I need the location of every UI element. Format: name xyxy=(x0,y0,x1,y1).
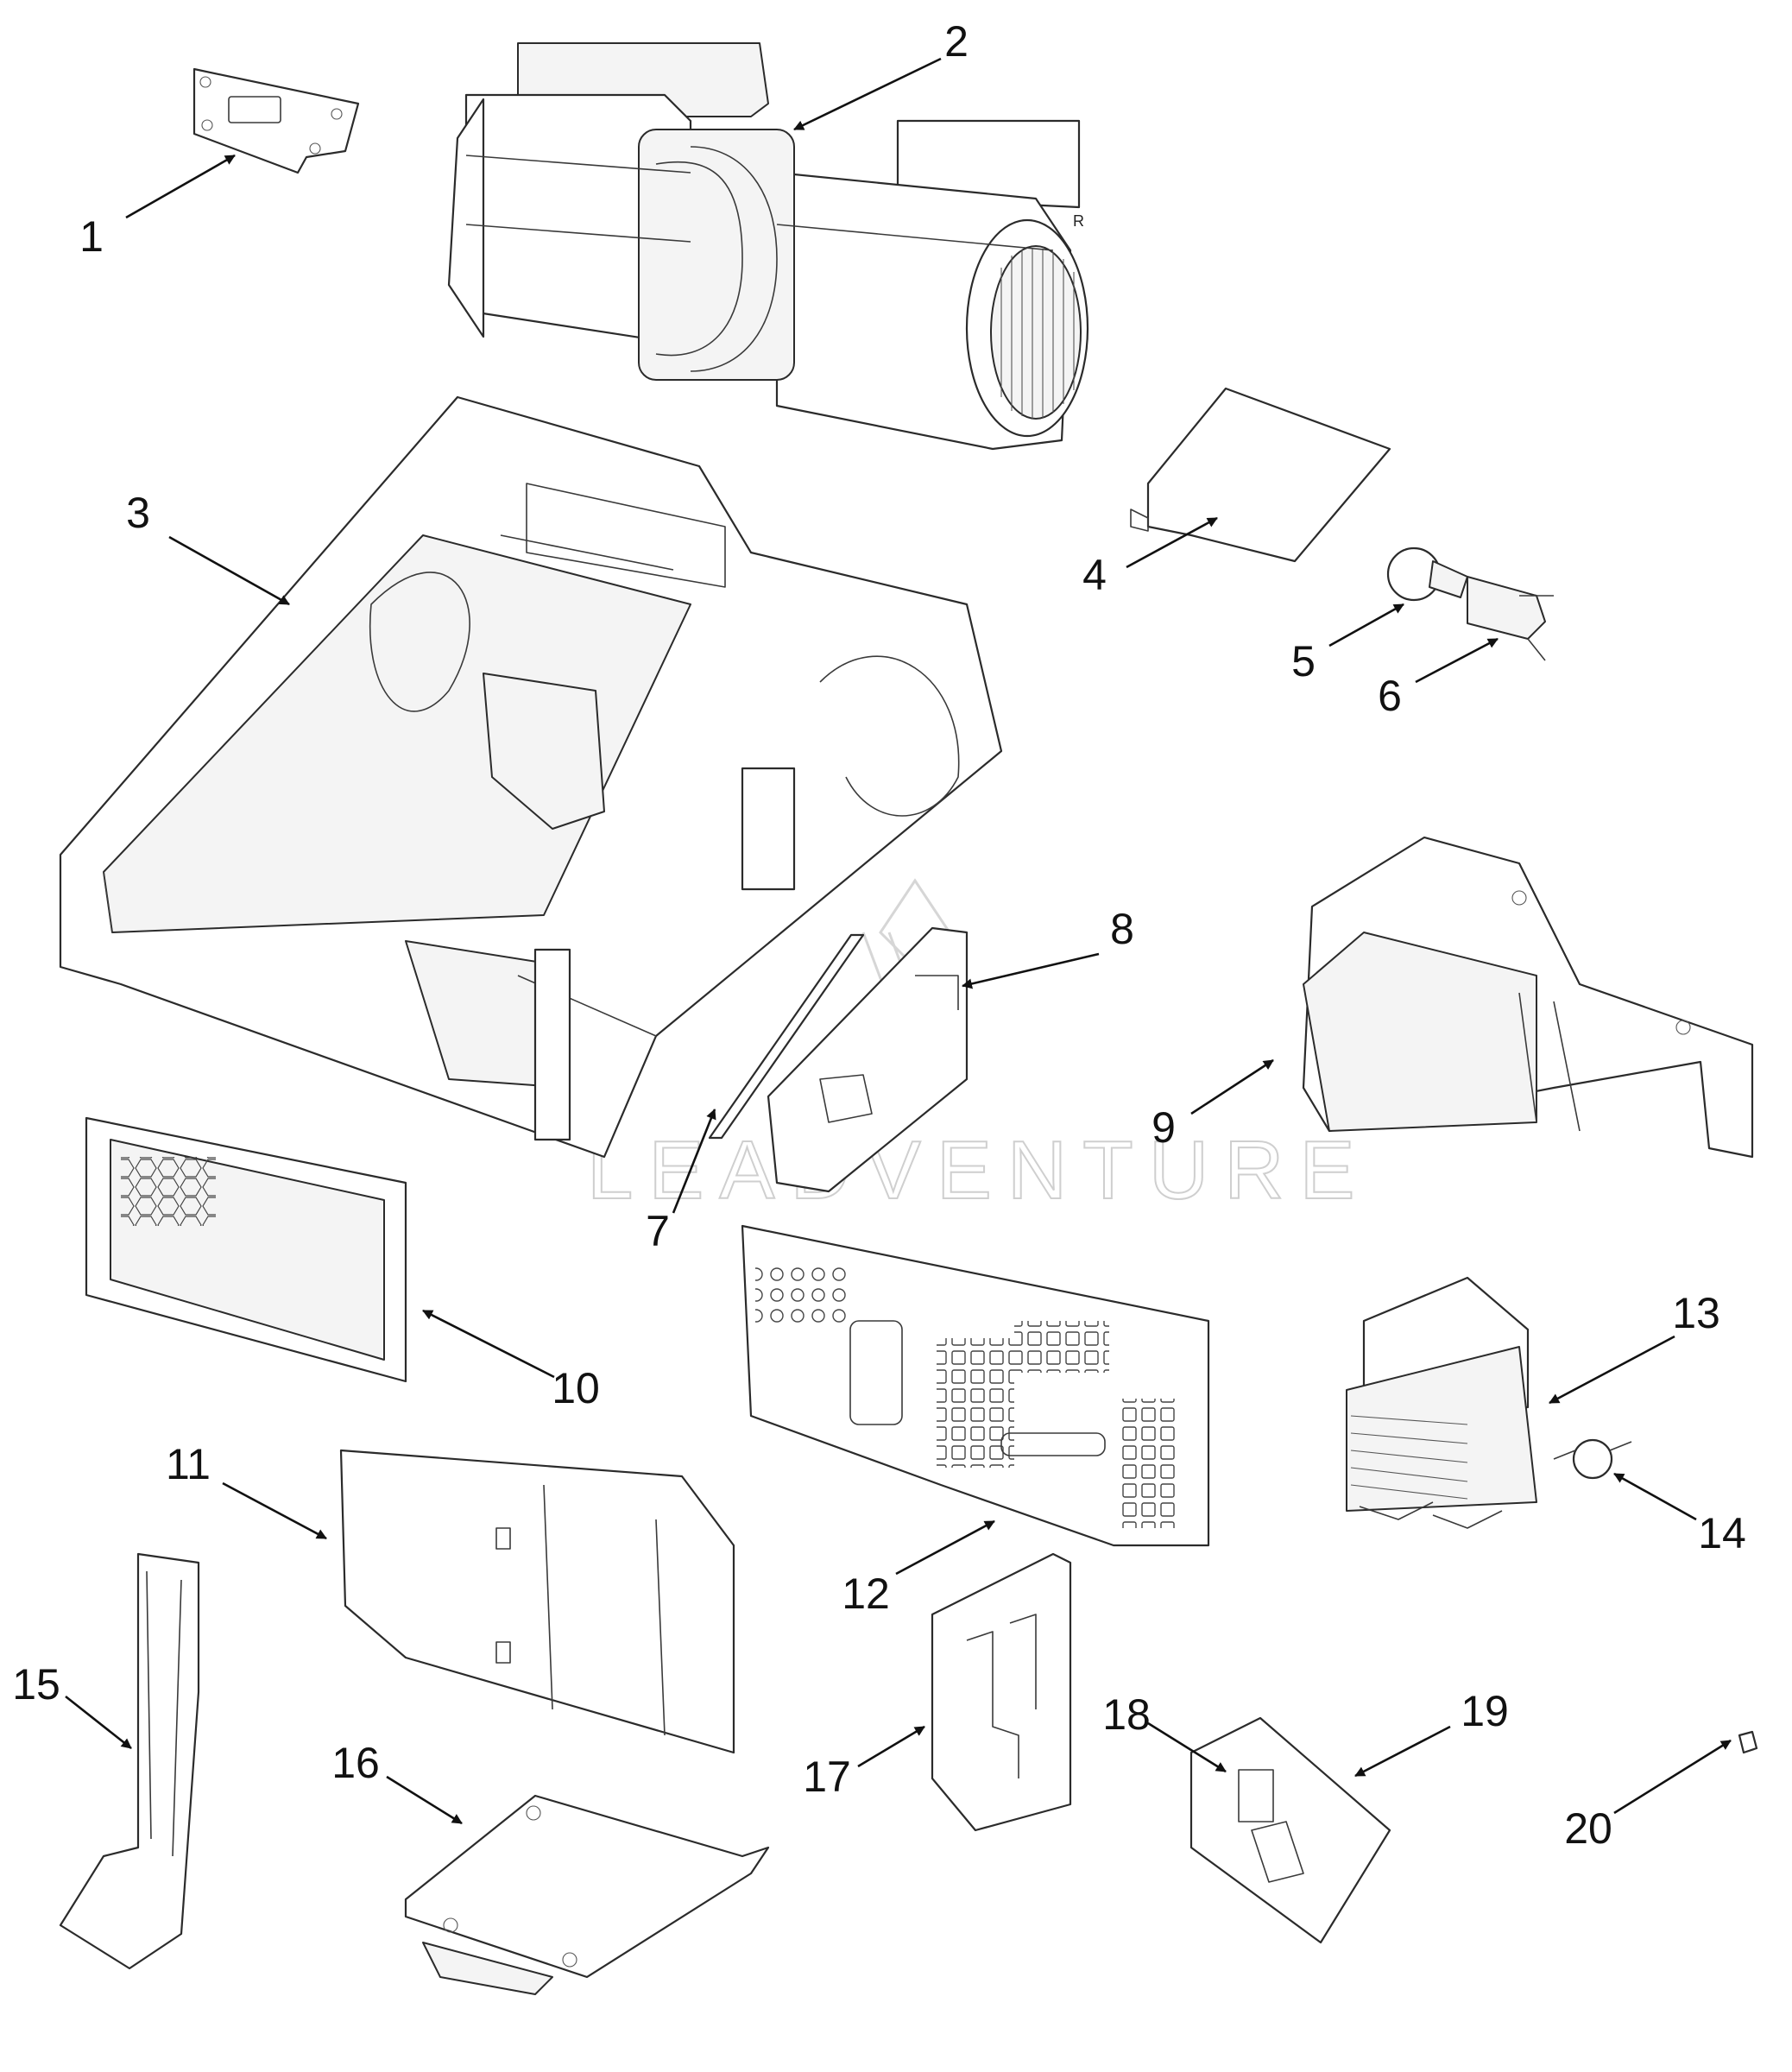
part-12-back-panel xyxy=(741,1224,1210,1547)
leader-arrow-15 xyxy=(65,1695,132,1750)
callout-number-10: 10 xyxy=(552,1364,600,1412)
leader-arrow-9 xyxy=(1190,1058,1274,1115)
callout-number-7: 7 xyxy=(646,1207,670,1255)
leader-arrow-8 xyxy=(962,952,1100,989)
callout-number-4: 4 xyxy=(1082,551,1107,599)
callout-number-5: 5 xyxy=(1291,637,1316,685)
part-1-gasket xyxy=(192,67,360,174)
part-10-filter xyxy=(85,1116,407,1383)
leader-arrow-1 xyxy=(125,154,236,219)
part-4-cover xyxy=(1130,387,1391,563)
callout-number-19: 19 xyxy=(1461,1687,1509,1735)
callout-number-3: 3 xyxy=(126,489,150,537)
callout-number-17: 17 xyxy=(803,1753,851,1801)
callout-number-20: 20 xyxy=(1564,1804,1612,1853)
callout-number-1: 1 xyxy=(79,212,104,261)
part-9-duct-cover xyxy=(1302,836,1754,1159)
callout-number-16: 16 xyxy=(331,1739,380,1787)
leader-arrow-12 xyxy=(895,1519,995,1576)
callout-number-14: 14 xyxy=(1698,1509,1746,1557)
leader-arrow-4 xyxy=(1126,516,1218,569)
fan-marking-text: R xyxy=(1073,212,1084,230)
part-2-blower-fan: R xyxy=(447,42,1089,451)
part-16-base-plate xyxy=(404,1794,770,1995)
leader-arrow-11 xyxy=(222,1481,327,1540)
part-5-bulb xyxy=(1386,546,1468,602)
part-18-19-control-board xyxy=(1189,1716,1391,1944)
callout-number-12: 12 xyxy=(842,1570,890,1618)
leader-arrow-20 xyxy=(1613,1739,1732,1815)
part-8-bracket xyxy=(767,926,969,1193)
callout-number-8: 8 xyxy=(1110,905,1134,953)
watermark-text: LEADVENTURE xyxy=(587,1124,1371,1216)
leader-arrow-19 xyxy=(1354,1725,1451,1778)
part-13-transformer xyxy=(1346,1276,1537,1529)
leader-arrow-17 xyxy=(857,1725,925,1768)
leader-arrow-14 xyxy=(1613,1472,1697,1521)
part-14-thermostat xyxy=(1553,1438,1632,1480)
part-3-duct-housing xyxy=(59,395,1003,1159)
leader-arrow-5 xyxy=(1328,603,1404,648)
leader-arrow-10 xyxy=(422,1309,555,1379)
leader-arrow-3 xyxy=(168,535,290,606)
part-6-socket xyxy=(1467,576,1554,661)
callout-number-15: 15 xyxy=(12,1660,60,1709)
callout-number-2: 2 xyxy=(944,17,969,66)
leader-arrow-7 xyxy=(672,1109,716,1214)
callout-number-13: 13 xyxy=(1672,1289,1720,1337)
leader-arrow-18 xyxy=(1147,1721,1227,1773)
part-17-bracket xyxy=(931,1552,1072,1832)
callout-number-9: 9 xyxy=(1152,1103,1176,1152)
leader-arrow-13 xyxy=(1549,1335,1675,1405)
part-15-bracket xyxy=(59,1552,200,1970)
callout-number-18: 18 xyxy=(1102,1690,1151,1739)
leader-arrow-16 xyxy=(386,1775,463,1825)
part-20-fuse xyxy=(1738,1730,1758,1754)
callout-number-6: 6 xyxy=(1378,672,1402,720)
callout-number-11: 11 xyxy=(166,1440,211,1488)
part-11-shield xyxy=(339,1449,735,1754)
part-7-strip xyxy=(708,933,865,1140)
leader-arrow-2 xyxy=(793,57,942,131)
leader-arrow-6 xyxy=(1415,637,1499,684)
